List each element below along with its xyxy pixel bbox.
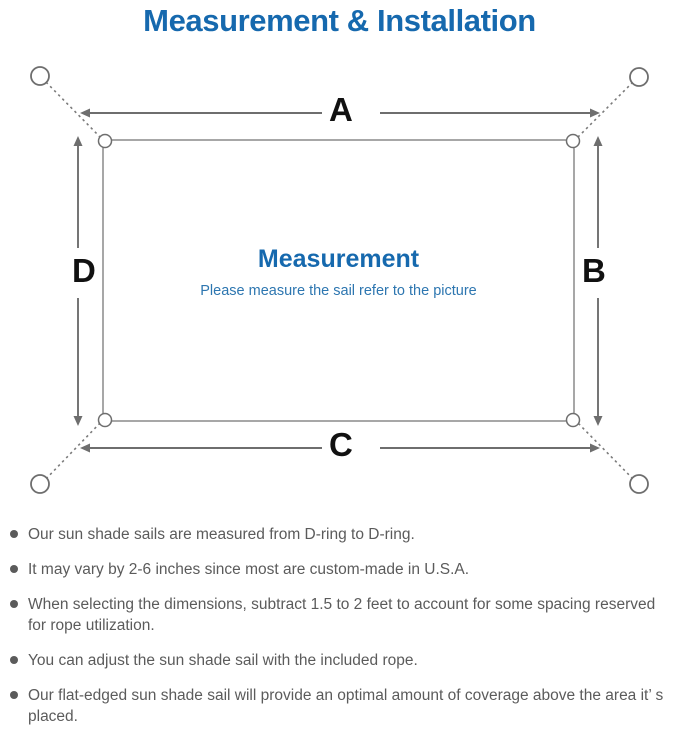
anchor-point-bottom-right xyxy=(629,474,649,494)
measurement-diagram: A C B D Measurement Please measure the s… xyxy=(0,48,679,518)
list-item: Our sun shade sails are measured from D-… xyxy=(0,524,679,545)
rope-top-left xyxy=(41,77,103,140)
list-item: You can adjust the sun shade sail with t… xyxy=(0,650,679,671)
dimension-label-b: B xyxy=(578,248,610,293)
rope-top-right xyxy=(575,77,638,140)
sail-body xyxy=(102,139,575,422)
diagram-svg xyxy=(30,66,649,494)
page-title: Measurement & Installation xyxy=(143,3,536,38)
bullet-icon xyxy=(10,656,18,664)
bullet-icon xyxy=(10,530,18,538)
anchor-point-top-left xyxy=(30,66,50,86)
note-text: Our flat-edged sun shade sail will provi… xyxy=(28,687,664,725)
list-item: It may vary by 2-6 inches since most are… xyxy=(0,559,679,580)
d-ring-bottom-right xyxy=(565,412,581,428)
dimension-label-d: D xyxy=(68,248,100,293)
d-ring-bottom-left xyxy=(97,412,113,428)
anchor-points xyxy=(30,66,649,494)
anchor-point-top-right xyxy=(629,67,649,87)
rope-bottom-left xyxy=(41,420,103,484)
rope-bottom-right xyxy=(575,420,638,484)
anchor-point-bottom-left xyxy=(30,474,50,494)
d-ring-top-left xyxy=(97,133,113,149)
bullet-icon xyxy=(10,691,18,699)
dimension-label-a: A xyxy=(322,93,360,126)
note-text: You can adjust the sun shade sail with t… xyxy=(28,652,418,669)
list-item: When selecting the dimensions, subtract … xyxy=(0,594,679,636)
dimension-label-c: C xyxy=(322,428,360,461)
bullet-icon xyxy=(10,600,18,608)
bullet-icon xyxy=(10,565,18,573)
note-text: It may vary by 2-6 inches since most are… xyxy=(28,561,470,578)
d-rings xyxy=(97,133,581,428)
note-text: Our sun shade sails are measured from D-… xyxy=(28,526,415,543)
notes-list: Our sun shade sails are measured from D-… xyxy=(0,524,679,741)
note-text: When selecting the dimensions, subtract … xyxy=(28,596,656,634)
d-ring-top-right xyxy=(565,133,581,149)
list-item: Our flat-edged sun shade sail will provi… xyxy=(0,685,679,727)
rope-lines xyxy=(41,77,638,484)
